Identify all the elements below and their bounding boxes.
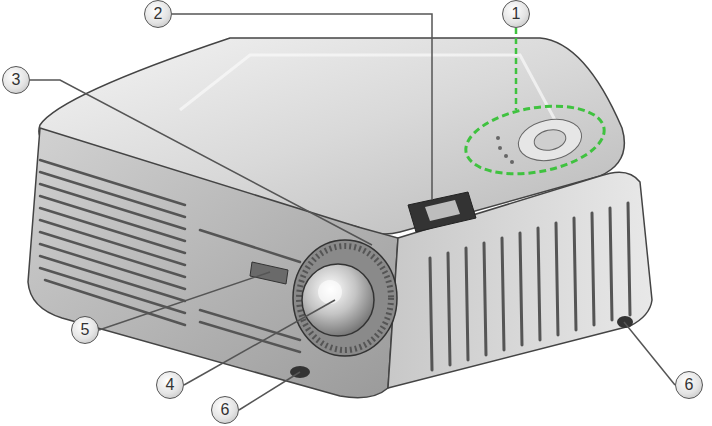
- callout-number: 6: [675, 371, 703, 399]
- front-face: [28, 128, 398, 398]
- control-panel: [496, 114, 585, 166]
- callout-number: 3: [2, 66, 30, 94]
- front-vents: [40, 160, 300, 352]
- highlight-ring: [461, 96, 610, 183]
- callout-number: 6: [211, 396, 239, 424]
- callout-number: 4: [156, 371, 184, 399]
- foot: [617, 316, 633, 328]
- lens: [293, 240, 397, 356]
- side-face: [388, 172, 652, 388]
- leader-lines: [30, 14, 675, 410]
- zoom-window: [408, 192, 476, 232]
- top-highlight: [180, 55, 555, 120]
- callout-number: 1: [502, 0, 530, 28]
- callout-number: 2: [144, 0, 172, 28]
- callout-number: 5: [71, 316, 99, 344]
- side-vents: [430, 203, 630, 370]
- leader-line-dashed: [515, 28, 518, 110]
